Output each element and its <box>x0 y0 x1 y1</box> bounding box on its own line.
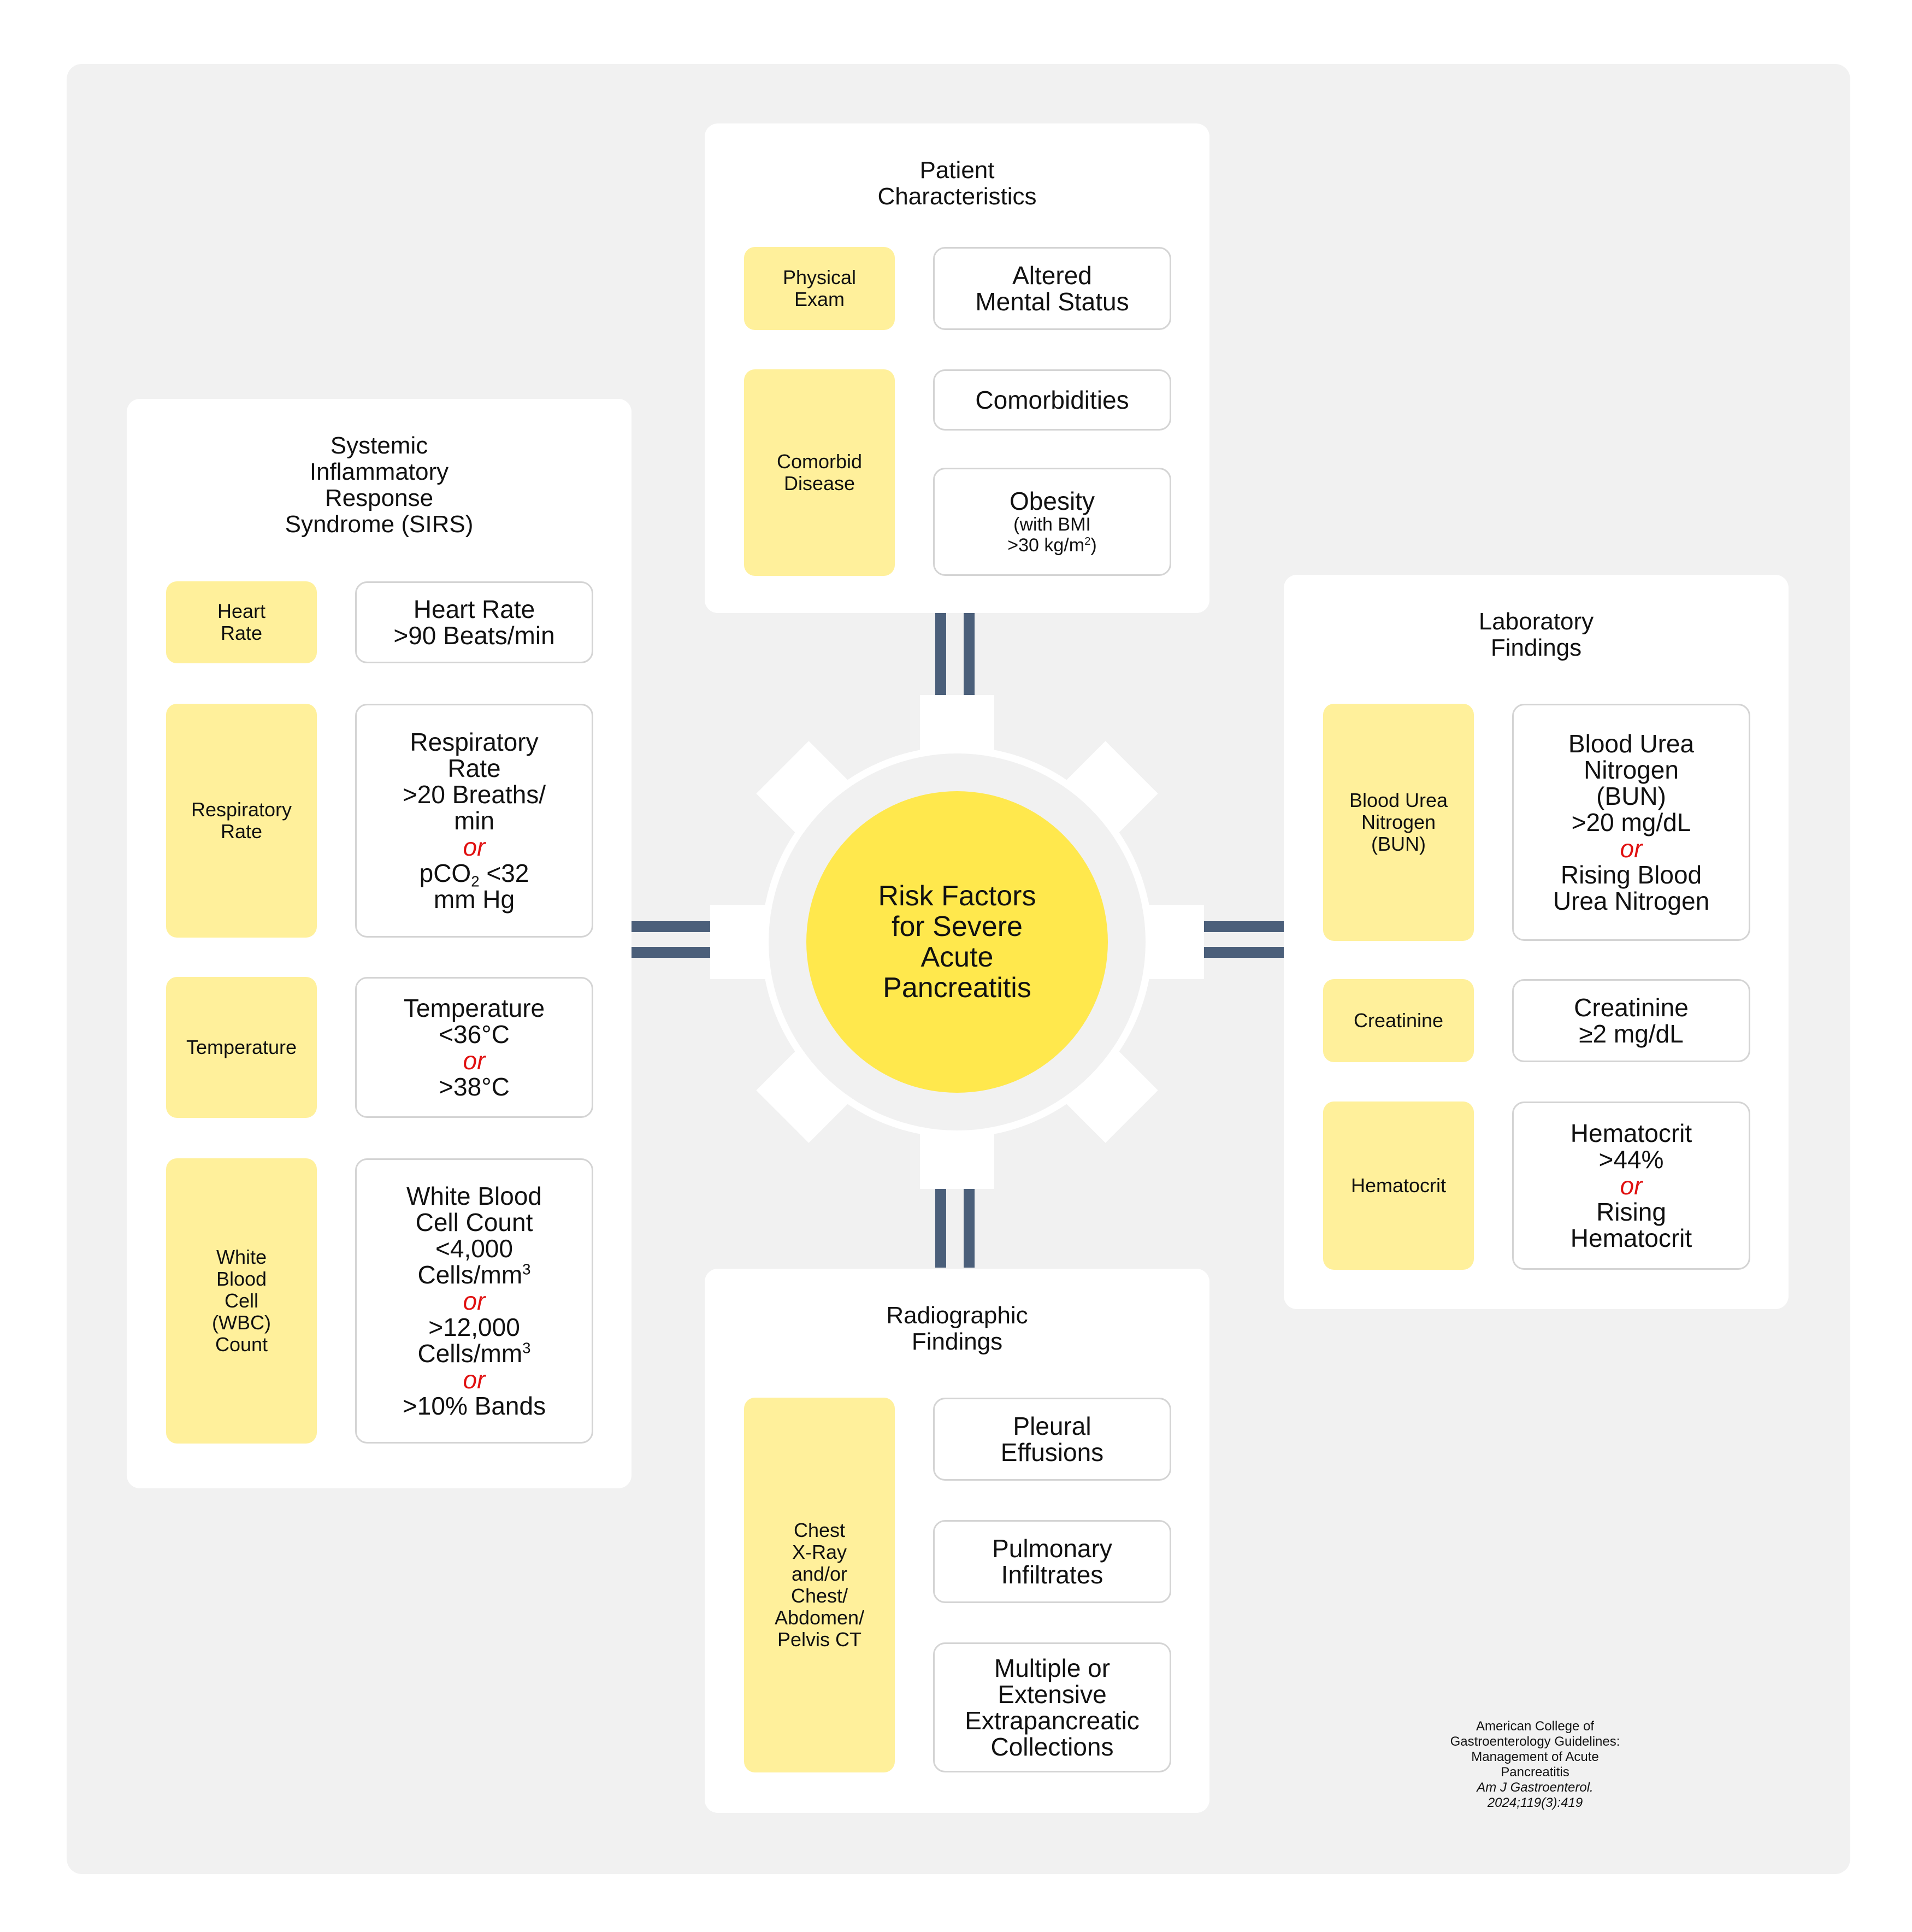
comorbidities-box: Comorbidities <box>933 369 1171 431</box>
connector-bottom-left <box>935 1186 946 1268</box>
hub-title-line: Acute <box>920 941 994 973</box>
citation: American College of Gastroenterology Gui… <box>1450 1719 1620 1810</box>
connector-right-bottom <box>1202 947 1284 958</box>
respiratory-rate-box: Respiratory Rate >20 Breaths/ min or pCO… <box>355 704 593 938</box>
wbc-count-box: White Blood Cell Count <4,000 Cells/mm3 … <box>355 1158 593 1444</box>
creatinine-label: Creatinine <box>1323 979 1474 1062</box>
center-hub: Risk Factors for Severe Acute Pancreatit… <box>806 791 1108 1093</box>
connector-top-left <box>935 613 946 695</box>
bun-box: Blood Urea Nitrogen (BUN) >20 mg/dL or R… <box>1512 704 1750 941</box>
hub-title-line: Pancreatitis <box>883 972 1031 1004</box>
connector-left-top <box>630 921 712 932</box>
hub-title-line: Risk Factors <box>878 880 1036 912</box>
or-text: or <box>463 833 486 861</box>
or-text: or <box>463 1046 486 1075</box>
or-text: or <box>463 1287 486 1315</box>
temperature-box: Temperature <36°C or >38°C <box>355 977 593 1118</box>
or-text: or <box>463 1365 486 1394</box>
or-text: or <box>1620 1171 1643 1200</box>
hematocrit-box: Hematocrit >44% or Rising Hematocrit <box>1512 1102 1750 1270</box>
or-text: or <box>1620 834 1643 863</box>
obesity-box: Obesity (with BMI >30 kg/m2) <box>933 468 1171 576</box>
hematocrit-label: Hematocrit <box>1323 1102 1474 1270</box>
connector-top-right <box>964 613 975 695</box>
heart-rate-box: Heart Rate>90 Beats/min <box>355 581 593 663</box>
creatinine-box: Creatinine≥2 mg/dL <box>1512 979 1750 1062</box>
connector-bottom-right <box>964 1186 975 1268</box>
connector-right-top <box>1202 921 1284 932</box>
connector-left-bottom <box>630 947 712 958</box>
hub-title-line: for Severe <box>892 911 1023 943</box>
temperature-label: Temperature <box>166 977 317 1118</box>
